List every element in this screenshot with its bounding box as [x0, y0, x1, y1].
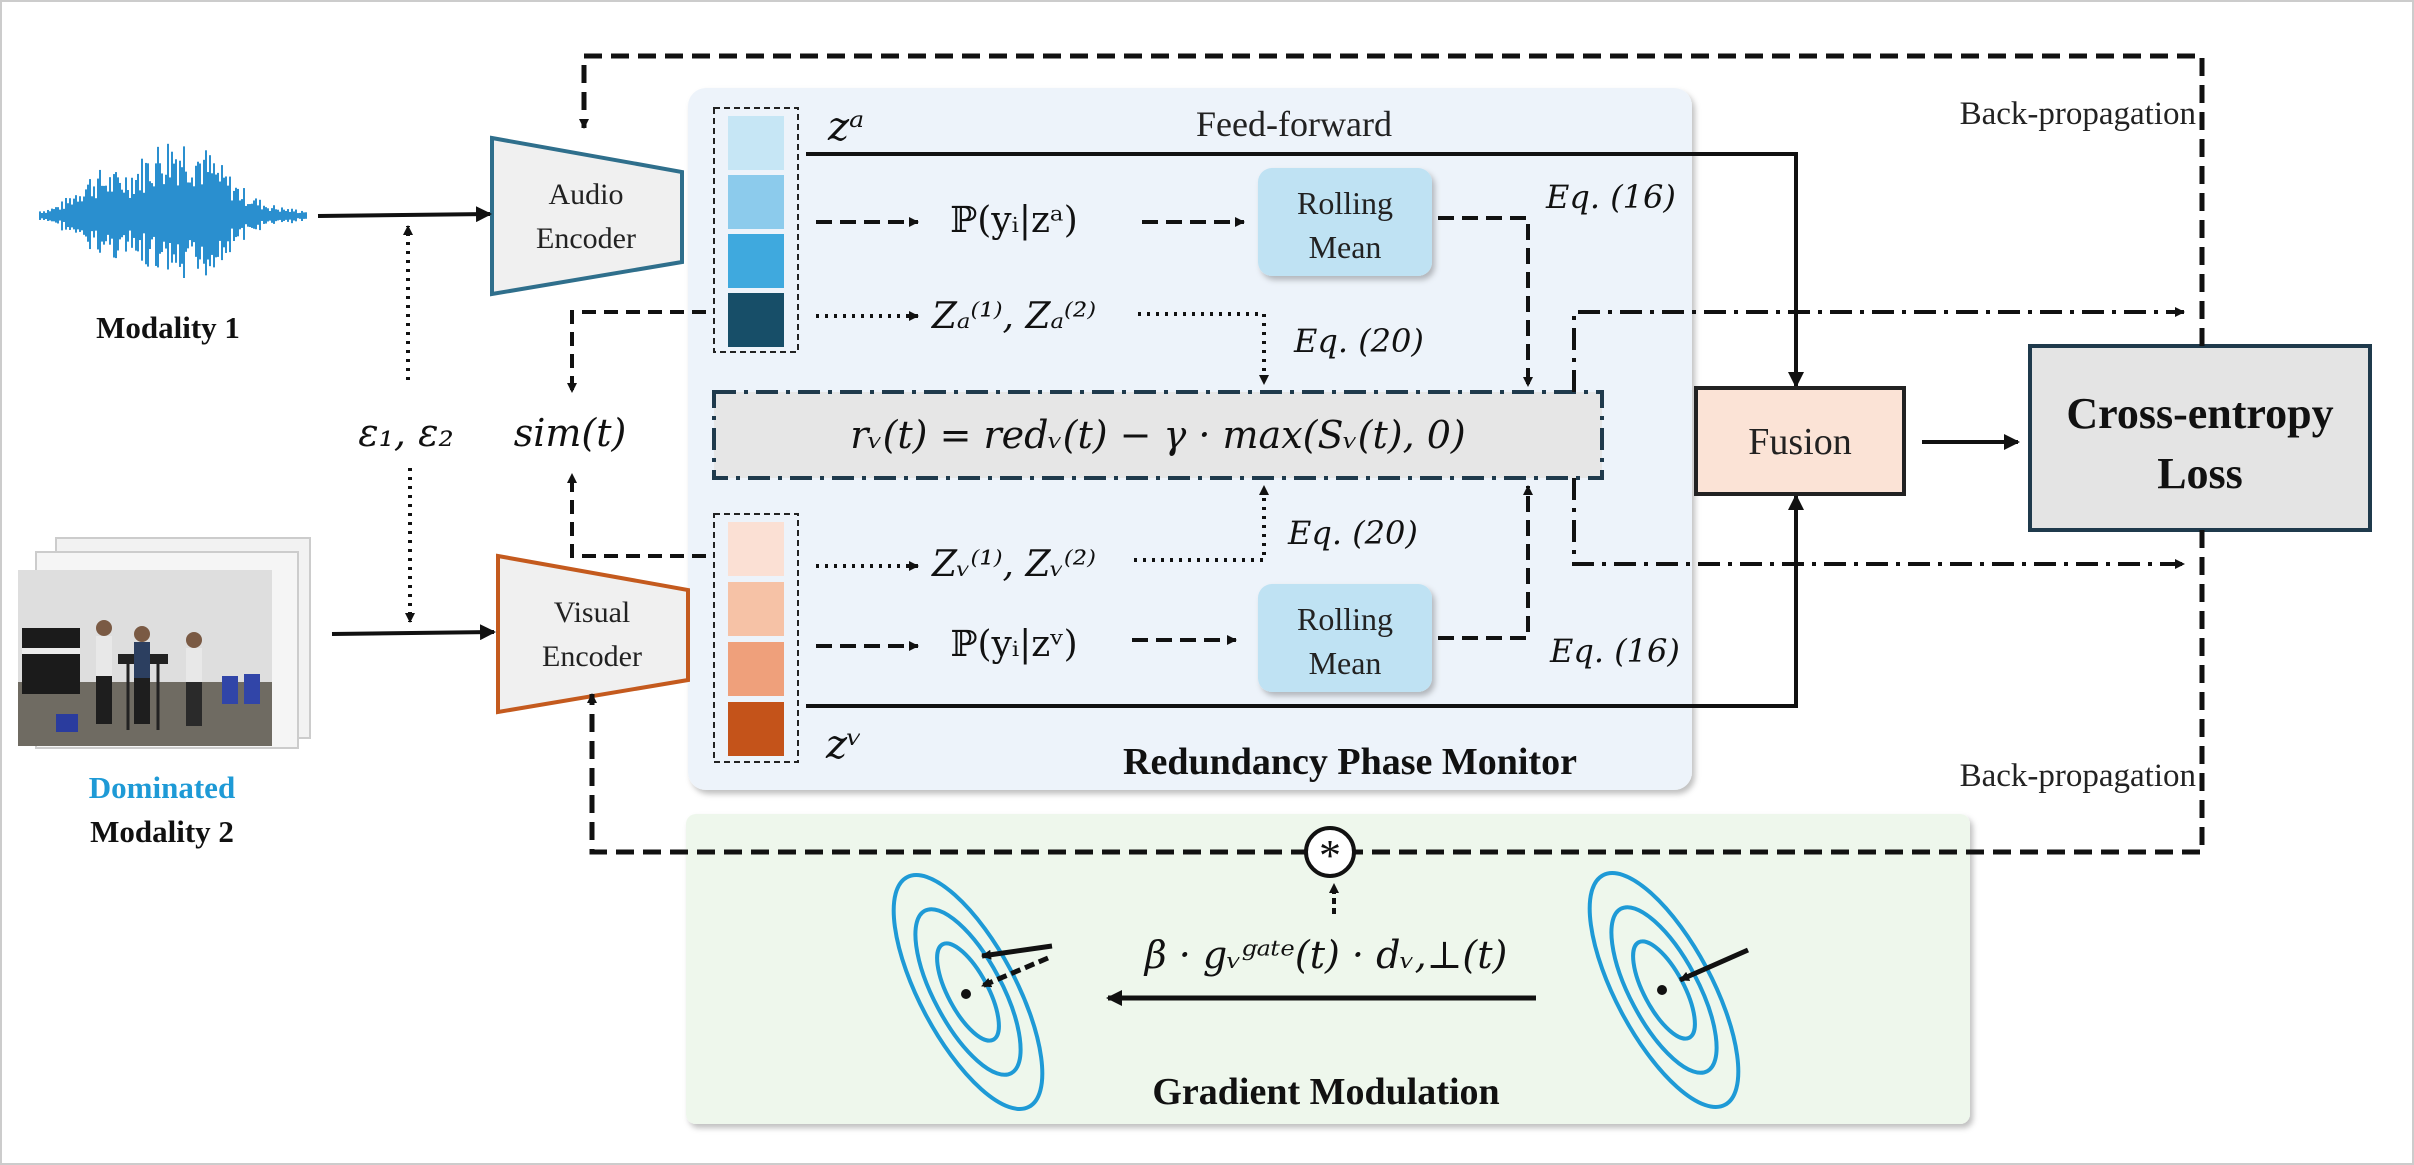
- visual-rolling-out-arrow: [1438, 485, 1533, 640]
- backprop-bottom-label: Back-propagation: [1960, 758, 2196, 794]
- visual-encoder: Visual Encoder: [496, 553, 690, 715]
- gradient-title: Gradient Modulation: [1152, 1071, 1499, 1113]
- svg-text:Rolling: Rolling: [1297, 185, 1393, 221]
- visual-prob: ℙ(yᵢ|zᵛ): [950, 624, 1077, 665]
- visual-input-arrow: [331, 624, 496, 641]
- formula-to-loss-bottom-arrow: [1572, 478, 2185, 569]
- audio-waveform-icon: [39, 143, 307, 279]
- fusion-box: Fusion: [1694, 386, 1906, 496]
- svg-text:Mean: Mean: [1309, 645, 1382, 681]
- svg-text:Encoder: Encoder: [536, 222, 636, 255]
- audio-rolling-mean: Rolling Mean: [1258, 168, 1432, 276]
- backprop-top-label: Back-propagation: [1960, 96, 2196, 132]
- sim-label: sim(t): [514, 411, 627, 455]
- audio-feature-swatch: [728, 175, 784, 229]
- svg-text:*: *: [1319, 831, 1341, 880]
- modality2-dominated-label: Dominated: [89, 770, 235, 805]
- audio-pairs: Zₐ⁽¹⁾, Zₐ⁽²⁾: [931, 296, 1096, 337]
- cross-entropy-loss-box: Cross-entropy Loss: [2028, 344, 2372, 532]
- redundancy-formula: rᵥ(t) = redᵥ(t) − γ · max(Sᵥ(t), 0): [850, 413, 1465, 457]
- visual-feature-swatch: [728, 582, 784, 636]
- visual-feature-column: [713, 513, 799, 763]
- audio-prob: ℙ(yᵢ|zᵃ): [950, 200, 1078, 241]
- visual-feature-label: zᵛ: [825, 722, 862, 768]
- audio-feature-swatch: [728, 116, 784, 170]
- svg-text:Loss: Loss: [2157, 449, 2243, 498]
- modality2-label: Modality 2: [90, 814, 234, 849]
- audio-feature-label: zᵃ: [827, 104, 864, 150]
- svg-text:Cross-entropy: Cross-entropy: [2066, 389, 2333, 438]
- visual-pairs: Zᵥ⁽¹⁾, Zᵥ⁽²⁾: [931, 544, 1096, 585]
- modulated-minimum-point: [961, 989, 971, 999]
- modulated-step-dashed-arrow: [981, 955, 1049, 989]
- video-frames-image: [18, 537, 311, 749]
- visual-eq16: Eq. (16): [1549, 632, 1680, 670]
- svg-text:Fusion: Fusion: [1748, 421, 1851, 463]
- visual-rolling-mean: Rolling Mean: [1258, 584, 1432, 692]
- audio-input-arrow: [317, 206, 492, 223]
- svg-text:Visual: Visual: [554, 596, 631, 629]
- visual-eq20: Eq. (20): [1287, 514, 1418, 552]
- audio-rolling-out-arrow: [1438, 216, 1533, 387]
- visual-feature-swatch: [728, 522, 784, 576]
- visual-feature-swatch: [728, 642, 784, 696]
- audio-encoder: Audio Encoder: [490, 135, 684, 297]
- audio-pairs-out-arrow: [1138, 312, 1269, 385]
- visual-feature-swatch: [728, 702, 784, 756]
- audio-eq16: Eq. (16): [1545, 178, 1676, 216]
- backprop-top-arrow: [579, 53, 2205, 346]
- audio-feedforward-arrow: [806, 152, 1804, 388]
- svg-text:Mean: Mean: [1309, 229, 1382, 265]
- audio-feature-swatch: [728, 293, 784, 347]
- modulated-step-arrow: [981, 943, 1053, 960]
- audio-eq20: Eq. (20): [1293, 322, 1424, 360]
- visual-sim-arrow: [567, 473, 706, 558]
- backprop-bottom-arrow: [587, 530, 2205, 855]
- original-step-arrow: [1678, 947, 1750, 983]
- audio-feature-column: [713, 107, 799, 353]
- redundancy-formula-box: rᵥ(t) = redᵥ(t) − γ · max(Sᵥ(t), 0): [712, 390, 1604, 480]
- original-minimum-point: [1657, 985, 1667, 995]
- audio-feature-swatch: [728, 234, 784, 288]
- svg-text:Encoder: Encoder: [542, 640, 642, 673]
- monitor-title: Redundancy Phase Monitor: [1123, 741, 1577, 783]
- svg-text:Rolling: Rolling: [1297, 601, 1393, 637]
- modulation-operator-icon: *: [1304, 826, 1356, 880]
- modality1-label: Modality 1: [96, 310, 240, 345]
- audio-sim-arrow: [567, 310, 706, 393]
- gradient-formula: β · gᵥᵍᵃᵗᵉ(t) · dᵥ,⊥(t): [1143, 933, 1508, 977]
- svg-text:Audio: Audio: [549, 178, 624, 211]
- epsilon-label: ε₁, ε₂: [358, 411, 453, 455]
- feed-forward-label: Feed-forward: [1196, 104, 1392, 144]
